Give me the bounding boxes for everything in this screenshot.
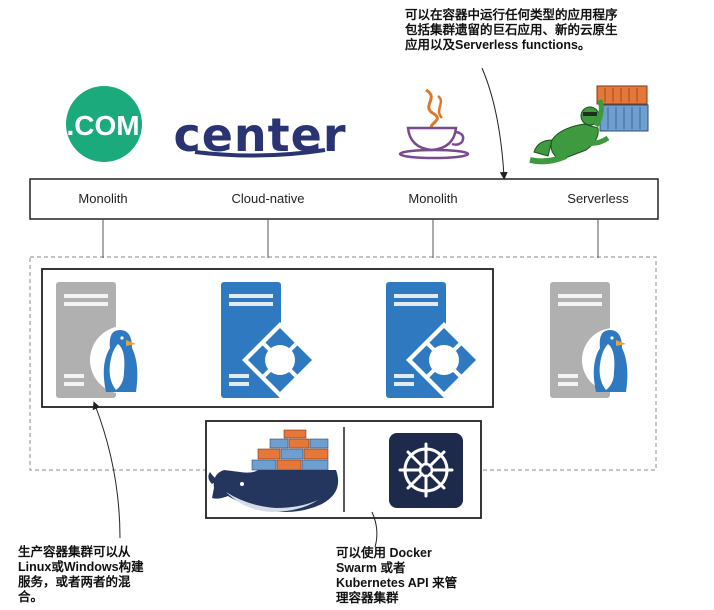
bottom-left-note-arrow [92,401,121,539]
kubernetes-wheel-icon [389,433,463,508]
bottom-left-annotation: 生产容器集群可以从 Linux或Windows构建 服务，或者两者的混 合。 [18,545,188,605]
center-logo [194,148,326,158]
bottom-right-annotation-line-1: 可以使用 Docker [336,546,432,560]
app-label-cloud-native: Cloud-native [231,191,305,206]
top-annotation-line-1: 可以在容器中运行任何类型的应用程序 [405,8,618,22]
penguin-icon-1 [103,330,138,392]
bottom-right-annotation: 可以使用 Docker Swarm 或者 Kubernetes API 来管 理… [336,546,516,606]
bottom-left-annotation-line-3: 服务，或者两者的混 [18,575,131,589]
app-label-monolith-2: Monolith [408,191,458,206]
bottom-right-annotation-line-3: Kubernetes API 来管 [336,576,458,590]
app-label-serverless: Serverless [567,191,629,206]
top-annotation-line-2: 包括集群遗留的巨石应用、新的云原生 [405,23,618,37]
app-label-monolith-1: Monolith [78,191,128,206]
top-annotation-line-3: 应用以及Serverless functions。 [405,38,591,52]
center-logo-text: center [173,108,346,162]
serverless-hero-icon [529,85,649,165]
bottom-left-annotation-line-2: Linux或Windows构建 [18,560,144,574]
windows-server-2 [386,282,482,398]
linux-server-1 [56,282,158,398]
dotcom-logo [66,86,142,162]
java-cup-icon [398,88,470,160]
windows-emblem-icon-1 [242,322,318,398]
app-connectors [102,220,599,258]
docker-whale-icon [208,429,339,512]
top-note-arrow [481,67,508,180]
dotcom-logo-text: .COM [66,110,139,141]
bottom-left-annotation-line-4: 合。 [18,590,44,604]
windows-server-1 [221,282,318,398]
bottom-right-annotation-line-4: 理容器集群 [336,591,399,605]
applications-box [29,178,659,220]
bottom-left-annotation-line-1: 生产容器集群可以从 [18,545,131,559]
windows-emblem-icon-2 [406,322,482,398]
top-annotation: 可以在容器中运行任何类型的应用程序 包括集群遗留的巨石应用、新的云原生 应用以及… [405,8,705,53]
penguin-icon-2 [593,330,628,392]
bottom-right-annotation-line-2: Swarm 或者 [336,561,406,575]
bottom-right-note-arrow [371,511,378,548]
linux-server-2 [550,282,646,398]
